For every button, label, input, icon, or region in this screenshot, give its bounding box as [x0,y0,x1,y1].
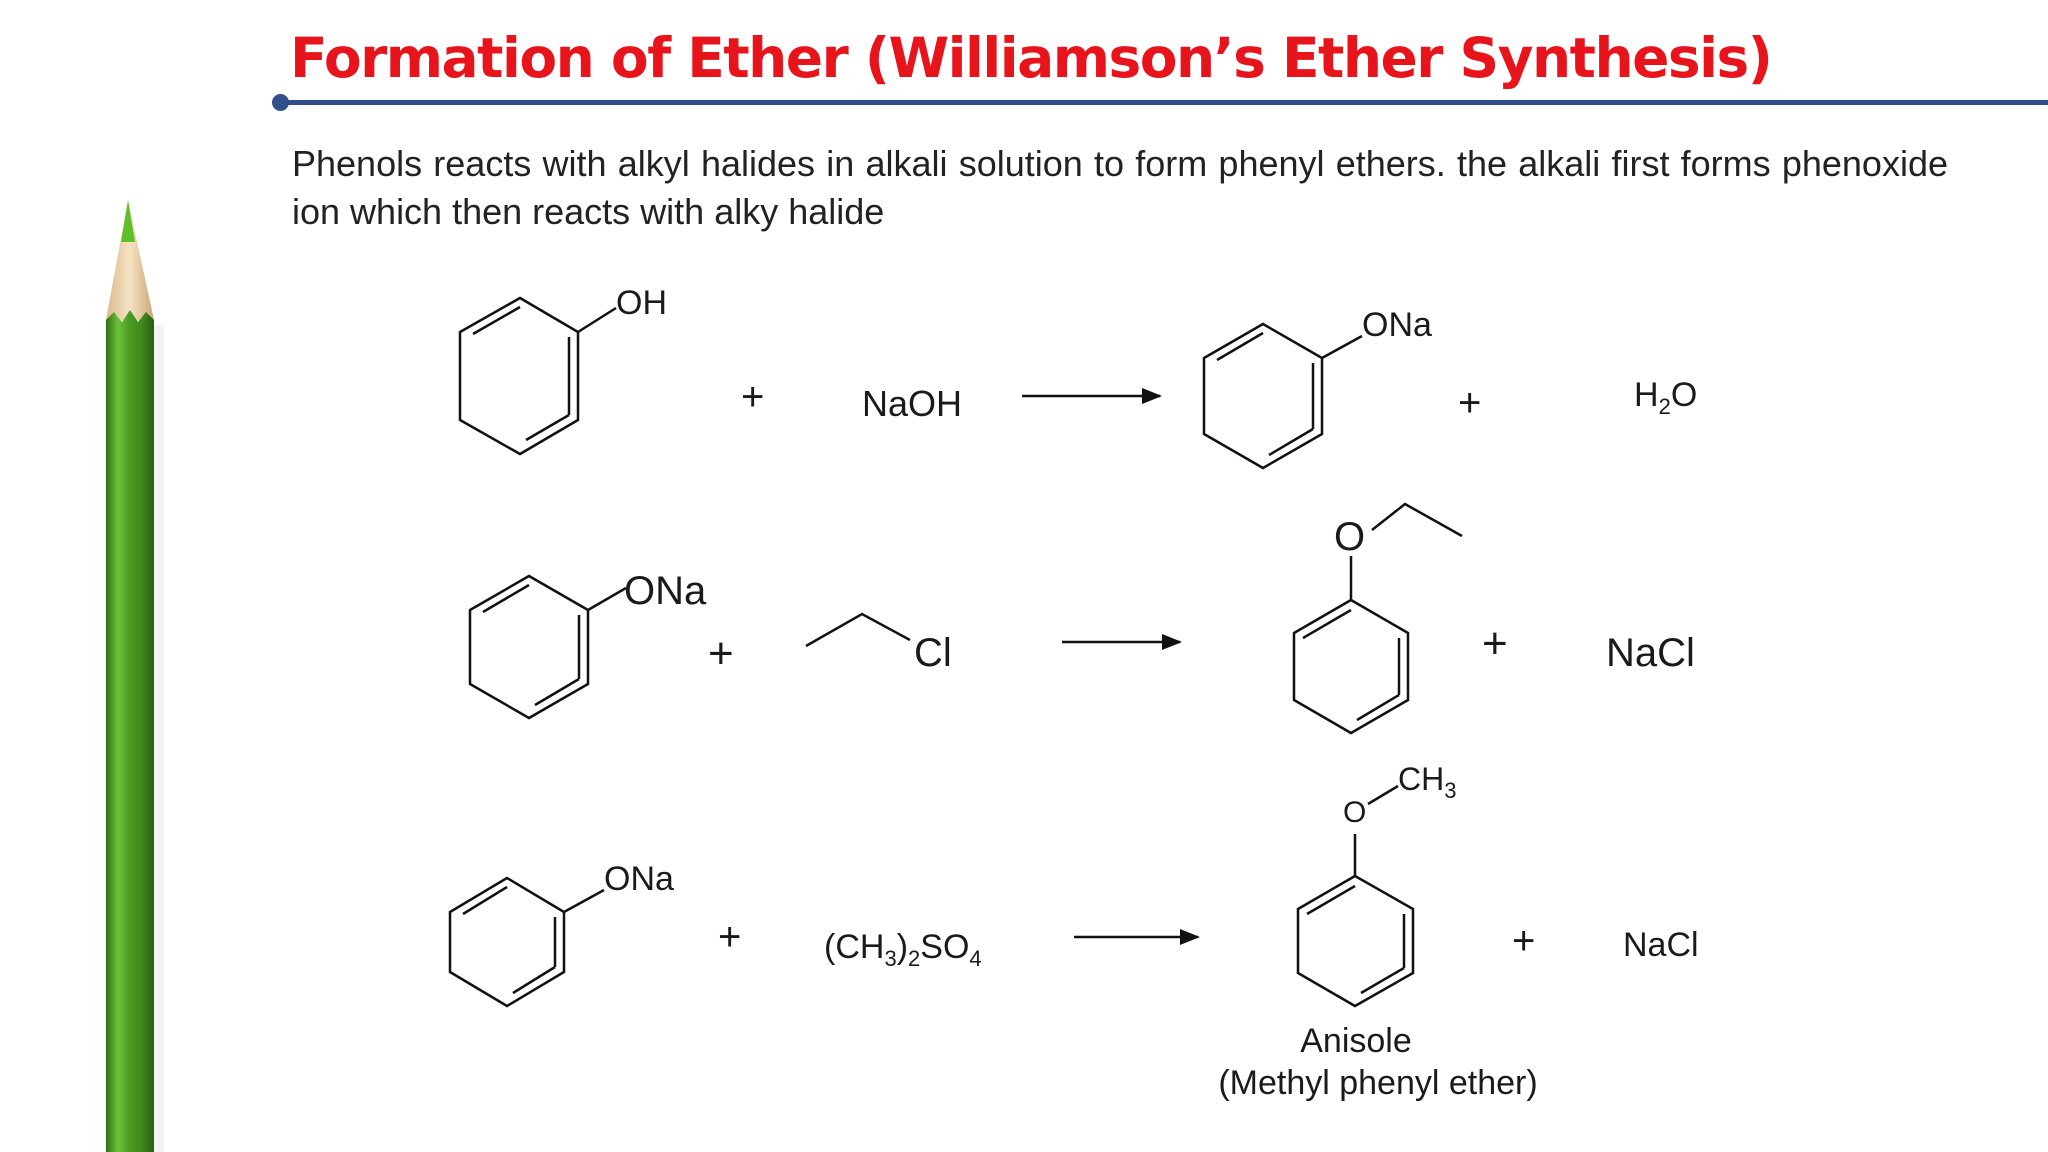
product-nacl: NaCl [1623,926,1699,964]
reagent-dimethyl-sulfate: (CH3)2SO4 [824,928,982,971]
reaction-2: ONa + Cl O + NaCl [468,502,1695,735]
plus-sign: + [708,629,734,678]
product-nacl: NaCl [1606,631,1695,675]
reaction-3: ONa + (CH3)2SO4 O CH3 + NaCl Anisole (Me… [448,761,1699,1102]
product-water: H2O [1634,376,1697,419]
phenoxide-ona-label: ONa [624,569,707,613]
methyl-label: CH3 [1398,761,1456,803]
phenol-structure: OH [458,284,667,456]
phenetole-structure: O [1292,502,1463,735]
phenol-oh-label: OH [616,284,667,322]
sodium-phenoxide-structure: ONa [448,860,674,1008]
plus-sign: + [1458,381,1481,425]
slide-title: Formation of Ether (Williamson’s Ether S… [290,26,1773,90]
title-rule [280,100,2048,105]
sodium-phenoxide-structure: ONa [468,569,707,720]
phenoxide-ona-label: ONa [604,860,674,898]
product-name: Anisole [1300,1022,1412,1060]
phenoxide-ona-label: ONa [1362,306,1432,344]
plus-sign: + [1482,619,1508,668]
ether-oxygen-label: O [1343,796,1366,829]
plus-sign: + [741,375,764,419]
ether-oxygen-label: O [1334,515,1365,559]
reagent-naoh: NaOH [862,383,962,424]
reaction-1: OH + NaOH ONa + H2O [458,284,1697,470]
pencil-icon [106,200,164,1152]
ethyl-chloride-structure: Cl [805,612,952,675]
product-subname: (Methyl phenyl ether) [1218,1064,1537,1102]
plus-sign: + [718,915,741,959]
plus-sign: + [1512,919,1535,963]
sodium-phenoxide-structure: ONa [1202,306,1432,470]
anisole-structure: O CH3 [1296,761,1456,1008]
chloride-label: Cl [914,631,952,675]
slide-description: Phenols reacts with alkyl halides in alk… [292,143,1948,232]
